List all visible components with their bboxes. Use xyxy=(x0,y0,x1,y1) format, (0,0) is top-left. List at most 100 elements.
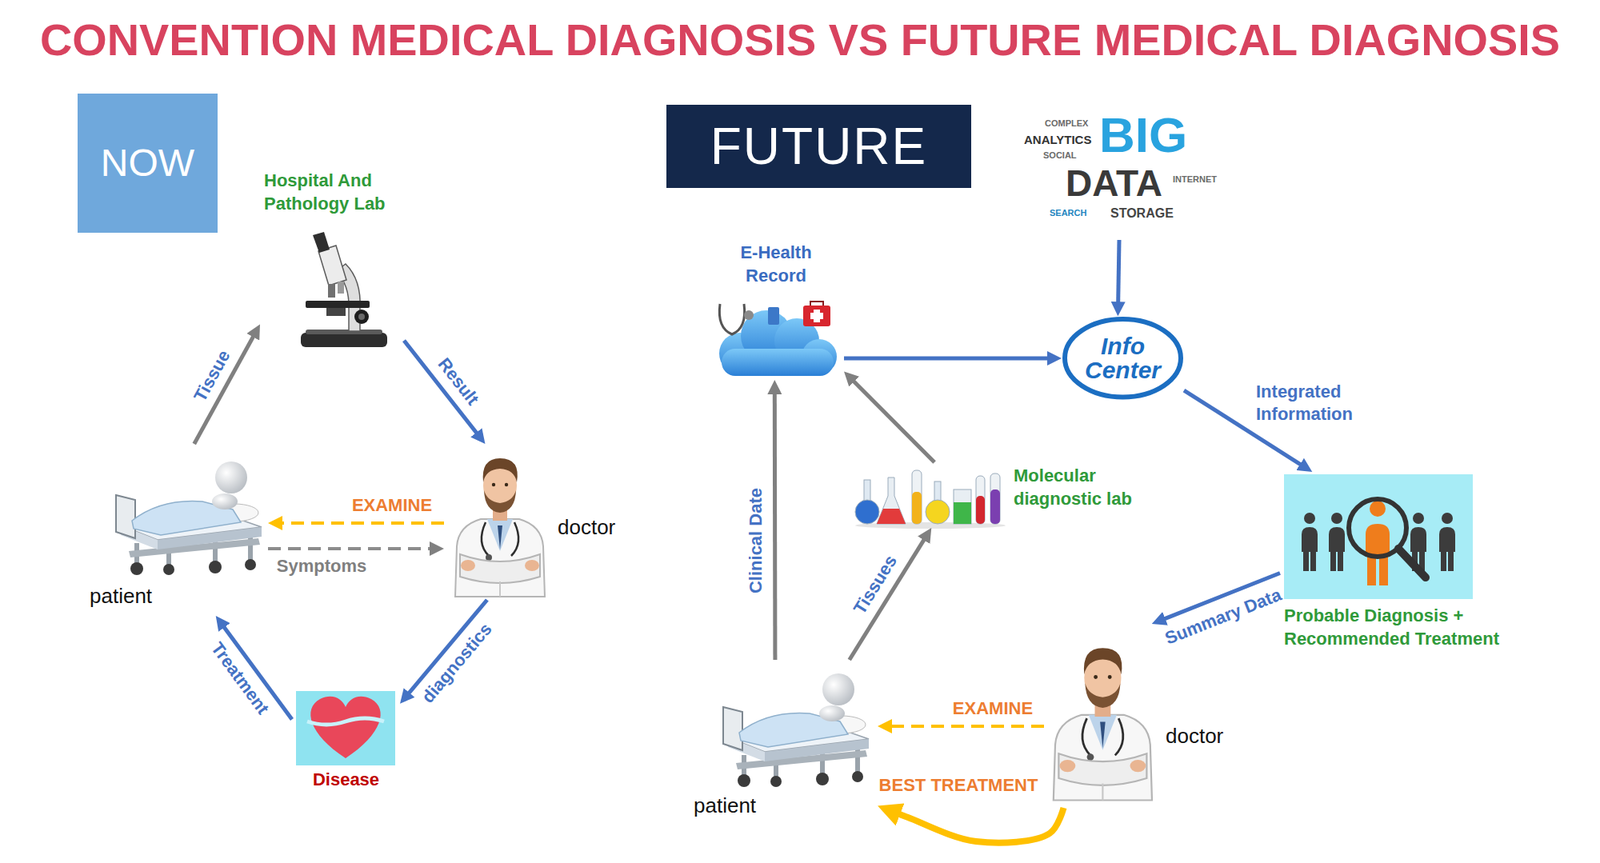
scope-figure xyxy=(354,309,369,324)
flow-arrow xyxy=(849,536,927,660)
cloud-icon xyxy=(803,305,831,327)
bed-node: patient xyxy=(689,660,878,832)
flask-set xyxy=(990,473,1000,524)
hub-ellipse: Info Center xyxy=(1061,316,1184,400)
cloud-icon xyxy=(810,312,824,320)
scope-station: Hospital And Pathology Lab xyxy=(260,169,404,350)
people-icon xyxy=(1440,552,1447,572)
flow-caption: EXAMINE xyxy=(952,697,1033,720)
flow-arrow xyxy=(277,521,444,525)
flow-arrow xyxy=(1184,390,1304,467)
cloud-icon xyxy=(719,301,837,376)
flask-set xyxy=(876,508,906,524)
flask-set xyxy=(912,492,922,524)
node-text: SOCIAL xyxy=(1043,150,1077,161)
node-text: BIG xyxy=(1099,110,1188,160)
people-icon xyxy=(1330,552,1336,572)
people-icon xyxy=(1441,512,1453,524)
flow-caption: Clinical Date xyxy=(744,488,768,594)
flow-arrow xyxy=(1118,240,1120,307)
scope-figure xyxy=(337,281,344,294)
people-icon xyxy=(1410,527,1427,552)
hub-outline xyxy=(1064,319,1181,397)
node-text: Disease xyxy=(292,769,400,790)
scope-figure xyxy=(300,232,388,348)
node-text: INTERNET xyxy=(1172,174,1217,185)
flow-arrow xyxy=(892,808,1064,844)
cloud-icon xyxy=(721,348,834,376)
people-icon xyxy=(1328,527,1345,552)
scope-figure xyxy=(305,329,383,335)
physician-figure xyxy=(1053,648,1152,800)
bed-figure xyxy=(723,673,869,788)
period-badge: NOW xyxy=(77,93,218,233)
people-icon xyxy=(1439,527,1456,552)
flask-set xyxy=(855,470,1006,529)
people-icon xyxy=(1310,552,1316,572)
flow-arrow xyxy=(772,389,778,660)
scope-figure xyxy=(305,300,370,308)
heart-icon xyxy=(296,691,396,766)
people-icon xyxy=(1284,474,1473,600)
flow-arrow xyxy=(850,378,935,463)
people-icon xyxy=(1301,512,1456,572)
node-text: doctor xyxy=(557,516,616,540)
period-badge: FUTURE xyxy=(666,104,972,188)
people-icon xyxy=(1304,512,1316,524)
flask-set xyxy=(990,489,1000,524)
bed-figure xyxy=(116,461,262,576)
node-text: Molecular diagnostic lab xyxy=(1013,464,1158,511)
people-icon xyxy=(1284,474,1473,600)
flow-arrow xyxy=(268,547,435,551)
physician-figure xyxy=(455,458,545,597)
cloud-icon xyxy=(719,304,744,335)
people-icon xyxy=(1365,500,1390,586)
heart-icon xyxy=(307,718,384,725)
scope-figure xyxy=(358,313,365,320)
cloud-icon xyxy=(768,307,780,325)
flow-arrow xyxy=(887,724,1044,728)
node-text: SEARCH xyxy=(1049,208,1087,219)
physician-node: doctor xyxy=(444,444,640,600)
node-text: patient xyxy=(89,584,152,609)
flask-set xyxy=(976,476,985,524)
flow-caption: BEST TREATMENT xyxy=(879,774,1039,797)
bed-node: patient xyxy=(88,444,268,616)
node-text: Info Center xyxy=(1075,334,1172,383)
outcome-panel: Probable Diagnosis + Recommended Treatme… xyxy=(1280,472,1528,656)
heart-node: Disease xyxy=(292,688,400,794)
flask-set xyxy=(925,500,950,524)
flask-set xyxy=(876,477,906,524)
connector-group xyxy=(194,240,1304,844)
node-text: Hospital And Pathology Lab xyxy=(264,169,404,216)
flask-station: Molecular diagnostic lab xyxy=(854,462,1163,528)
people-icon xyxy=(1303,552,1309,572)
flow-caption: Symptoms xyxy=(276,555,367,578)
people-icon xyxy=(1448,552,1454,572)
flask-set xyxy=(953,489,972,524)
page-title: CONVENTION MEDICAL DIAGNOSIS VS FUTURE M… xyxy=(40,17,1560,63)
flow-caption: Treatment xyxy=(205,637,273,719)
flask-set xyxy=(953,502,972,524)
flow-caption: Summary Data xyxy=(1161,584,1284,650)
node-text: COMPLEX xyxy=(1044,118,1088,129)
flow-caption: Result xyxy=(432,353,484,410)
people-icon xyxy=(1412,512,1424,524)
people-icon xyxy=(1379,556,1388,586)
node-text: Probable Diagnosis + Recommended Treatme… xyxy=(1284,604,1516,651)
node-text: STORAGE xyxy=(1110,206,1174,221)
flask-set xyxy=(976,496,985,524)
people-icon xyxy=(1301,527,1318,552)
flask-set xyxy=(855,500,880,524)
people-icon xyxy=(1337,552,1344,572)
node-text: E-Health Record xyxy=(724,241,828,288)
node-text: DATA xyxy=(1065,164,1163,202)
scope-figure xyxy=(326,308,346,316)
people-icon xyxy=(1331,512,1343,524)
heart-icon xyxy=(310,696,380,759)
flow-caption: diagnostics xyxy=(416,618,497,708)
flask-set xyxy=(912,470,922,524)
people-icon xyxy=(1369,500,1386,517)
flow-caption: Tissue xyxy=(188,346,236,406)
